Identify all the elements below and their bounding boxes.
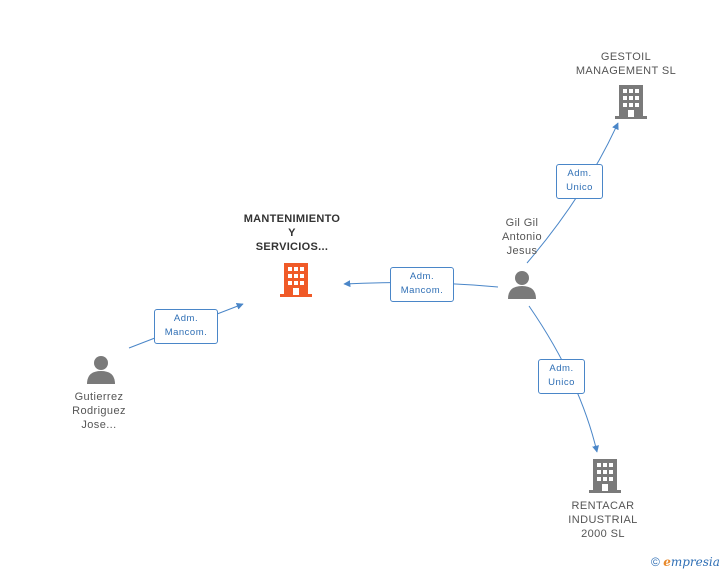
building-icon[interactable] xyxy=(615,85,647,119)
empresia-logo: © empresia xyxy=(651,555,720,569)
main-company-label[interactable]: MANTENIMIENTO Y SERVICIOS... xyxy=(243,213,341,253)
person-icon[interactable] xyxy=(507,270,537,300)
brand-name: mpresia xyxy=(670,555,720,569)
brand-initial: e xyxy=(663,555,671,569)
gestoil-label[interactable]: GESTOIL MANAGEMENT SL xyxy=(575,51,677,77)
person-icon[interactable] xyxy=(86,355,116,385)
gutierrez-label[interactable]: Gutierrez Rodriguez Jose... xyxy=(72,391,126,431)
edge-label-gutierrez-main[interactable]: Adm. Mancom. xyxy=(154,309,218,344)
edge-label-gil-main[interactable]: Adm. Mancom. xyxy=(390,267,454,302)
copyright-symbol: © xyxy=(651,555,660,569)
edge-label-gil-rentacar[interactable]: Adm. Unico xyxy=(538,359,585,394)
gil-label[interactable]: Gil Gil Antonio Jesus xyxy=(501,217,543,257)
rentacar-label[interactable]: RENTACAR INDUSTRIAL 2000 SL xyxy=(568,500,638,540)
building-icon[interactable] xyxy=(280,263,312,297)
building-icon[interactable] xyxy=(589,459,621,493)
edge-label-gil-gestoil[interactable]: Adm. Unico xyxy=(556,164,603,199)
